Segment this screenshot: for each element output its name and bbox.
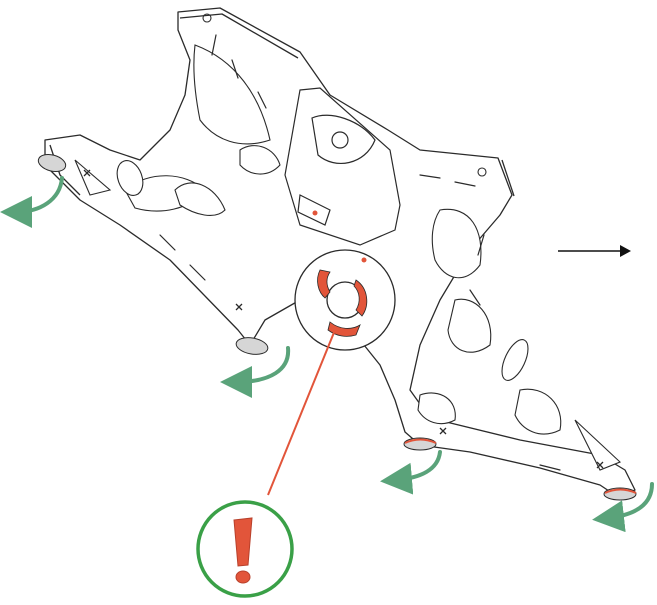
curved-arrow-icon (0, 176, 64, 228)
arrow-right-icon (558, 245, 631, 257)
frame-slots (159, 34, 561, 471)
mounting-plate (294, 210, 396, 351)
rotate-arrows (0, 176, 654, 533)
center-bracket (284, 87, 401, 246)
curved-arrow-icon (380, 450, 442, 495)
curved-arrow-icon (220, 346, 291, 398)
callout-line (267, 329, 336, 496)
exclamation-icon (233, 517, 253, 584)
foot-bottom-left (235, 337, 269, 355)
frame-cutouts (74, 44, 622, 471)
warning-callout (196, 500, 294, 598)
stand-feet (37, 153, 637, 501)
foot-top-left (37, 153, 67, 173)
curved-arrow-icon (592, 482, 654, 533)
corner-holes (202, 13, 487, 177)
x-marks (83, 169, 604, 469)
